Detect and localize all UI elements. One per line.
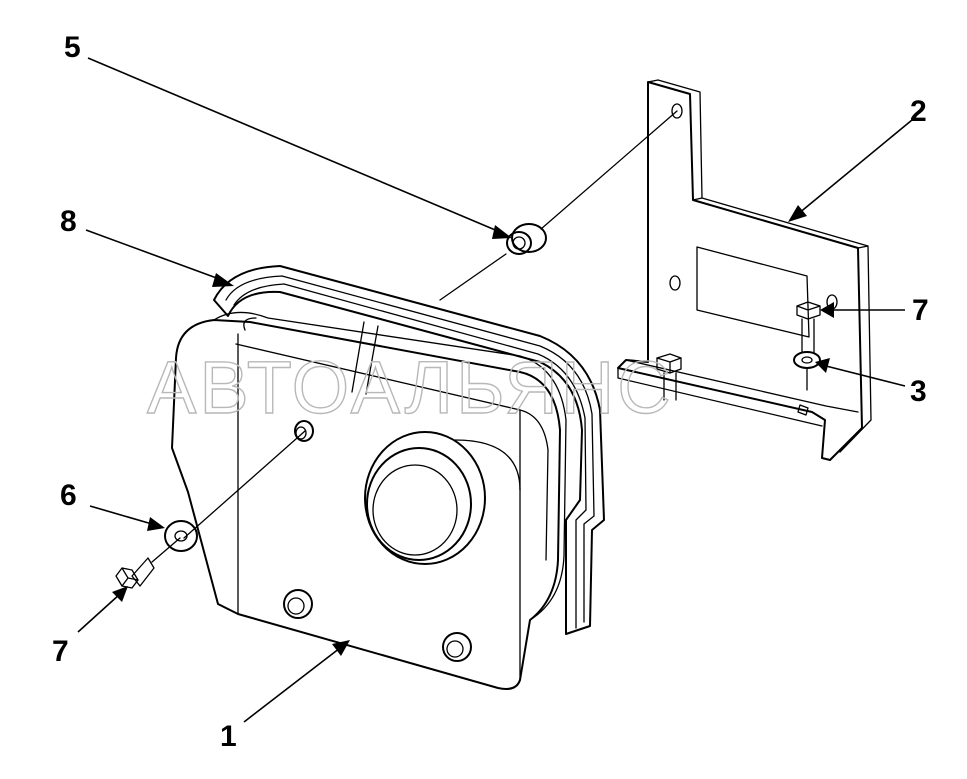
outlet-port bbox=[364, 431, 486, 565]
callout-6: 6 bbox=[60, 479, 77, 512]
watermark: АВТОАЛЬЯНС bbox=[147, 346, 674, 429]
bolt-left bbox=[115, 557, 155, 589]
gasket bbox=[213, 265, 605, 635]
callout-8: 8 bbox=[60, 205, 77, 238]
grommet bbox=[506, 223, 547, 255]
callout-3: 3 bbox=[910, 375, 927, 408]
bracket-stud-bolt bbox=[656, 353, 682, 401]
callout-1: 1 bbox=[220, 720, 237, 753]
housing-stud-right bbox=[442, 632, 472, 662]
callout-7-left: 7 bbox=[52, 635, 69, 668]
callout-7-right: 7 bbox=[912, 294, 929, 327]
callout-labels: 5 2 8 7 3 6 7 1 bbox=[52, 31, 929, 753]
assembly-centerlines bbox=[151, 110, 678, 563]
housing-stud-left bbox=[283, 589, 313, 619]
main-housing bbox=[171, 311, 567, 690]
bolt-right bbox=[796, 301, 821, 353]
leader-lines bbox=[77, 57, 913, 723]
mounting-bracket bbox=[617, 79, 872, 461]
washer-right bbox=[793, 351, 821, 391]
callout-2: 2 bbox=[910, 95, 927, 128]
callout-5: 5 bbox=[64, 31, 81, 64]
